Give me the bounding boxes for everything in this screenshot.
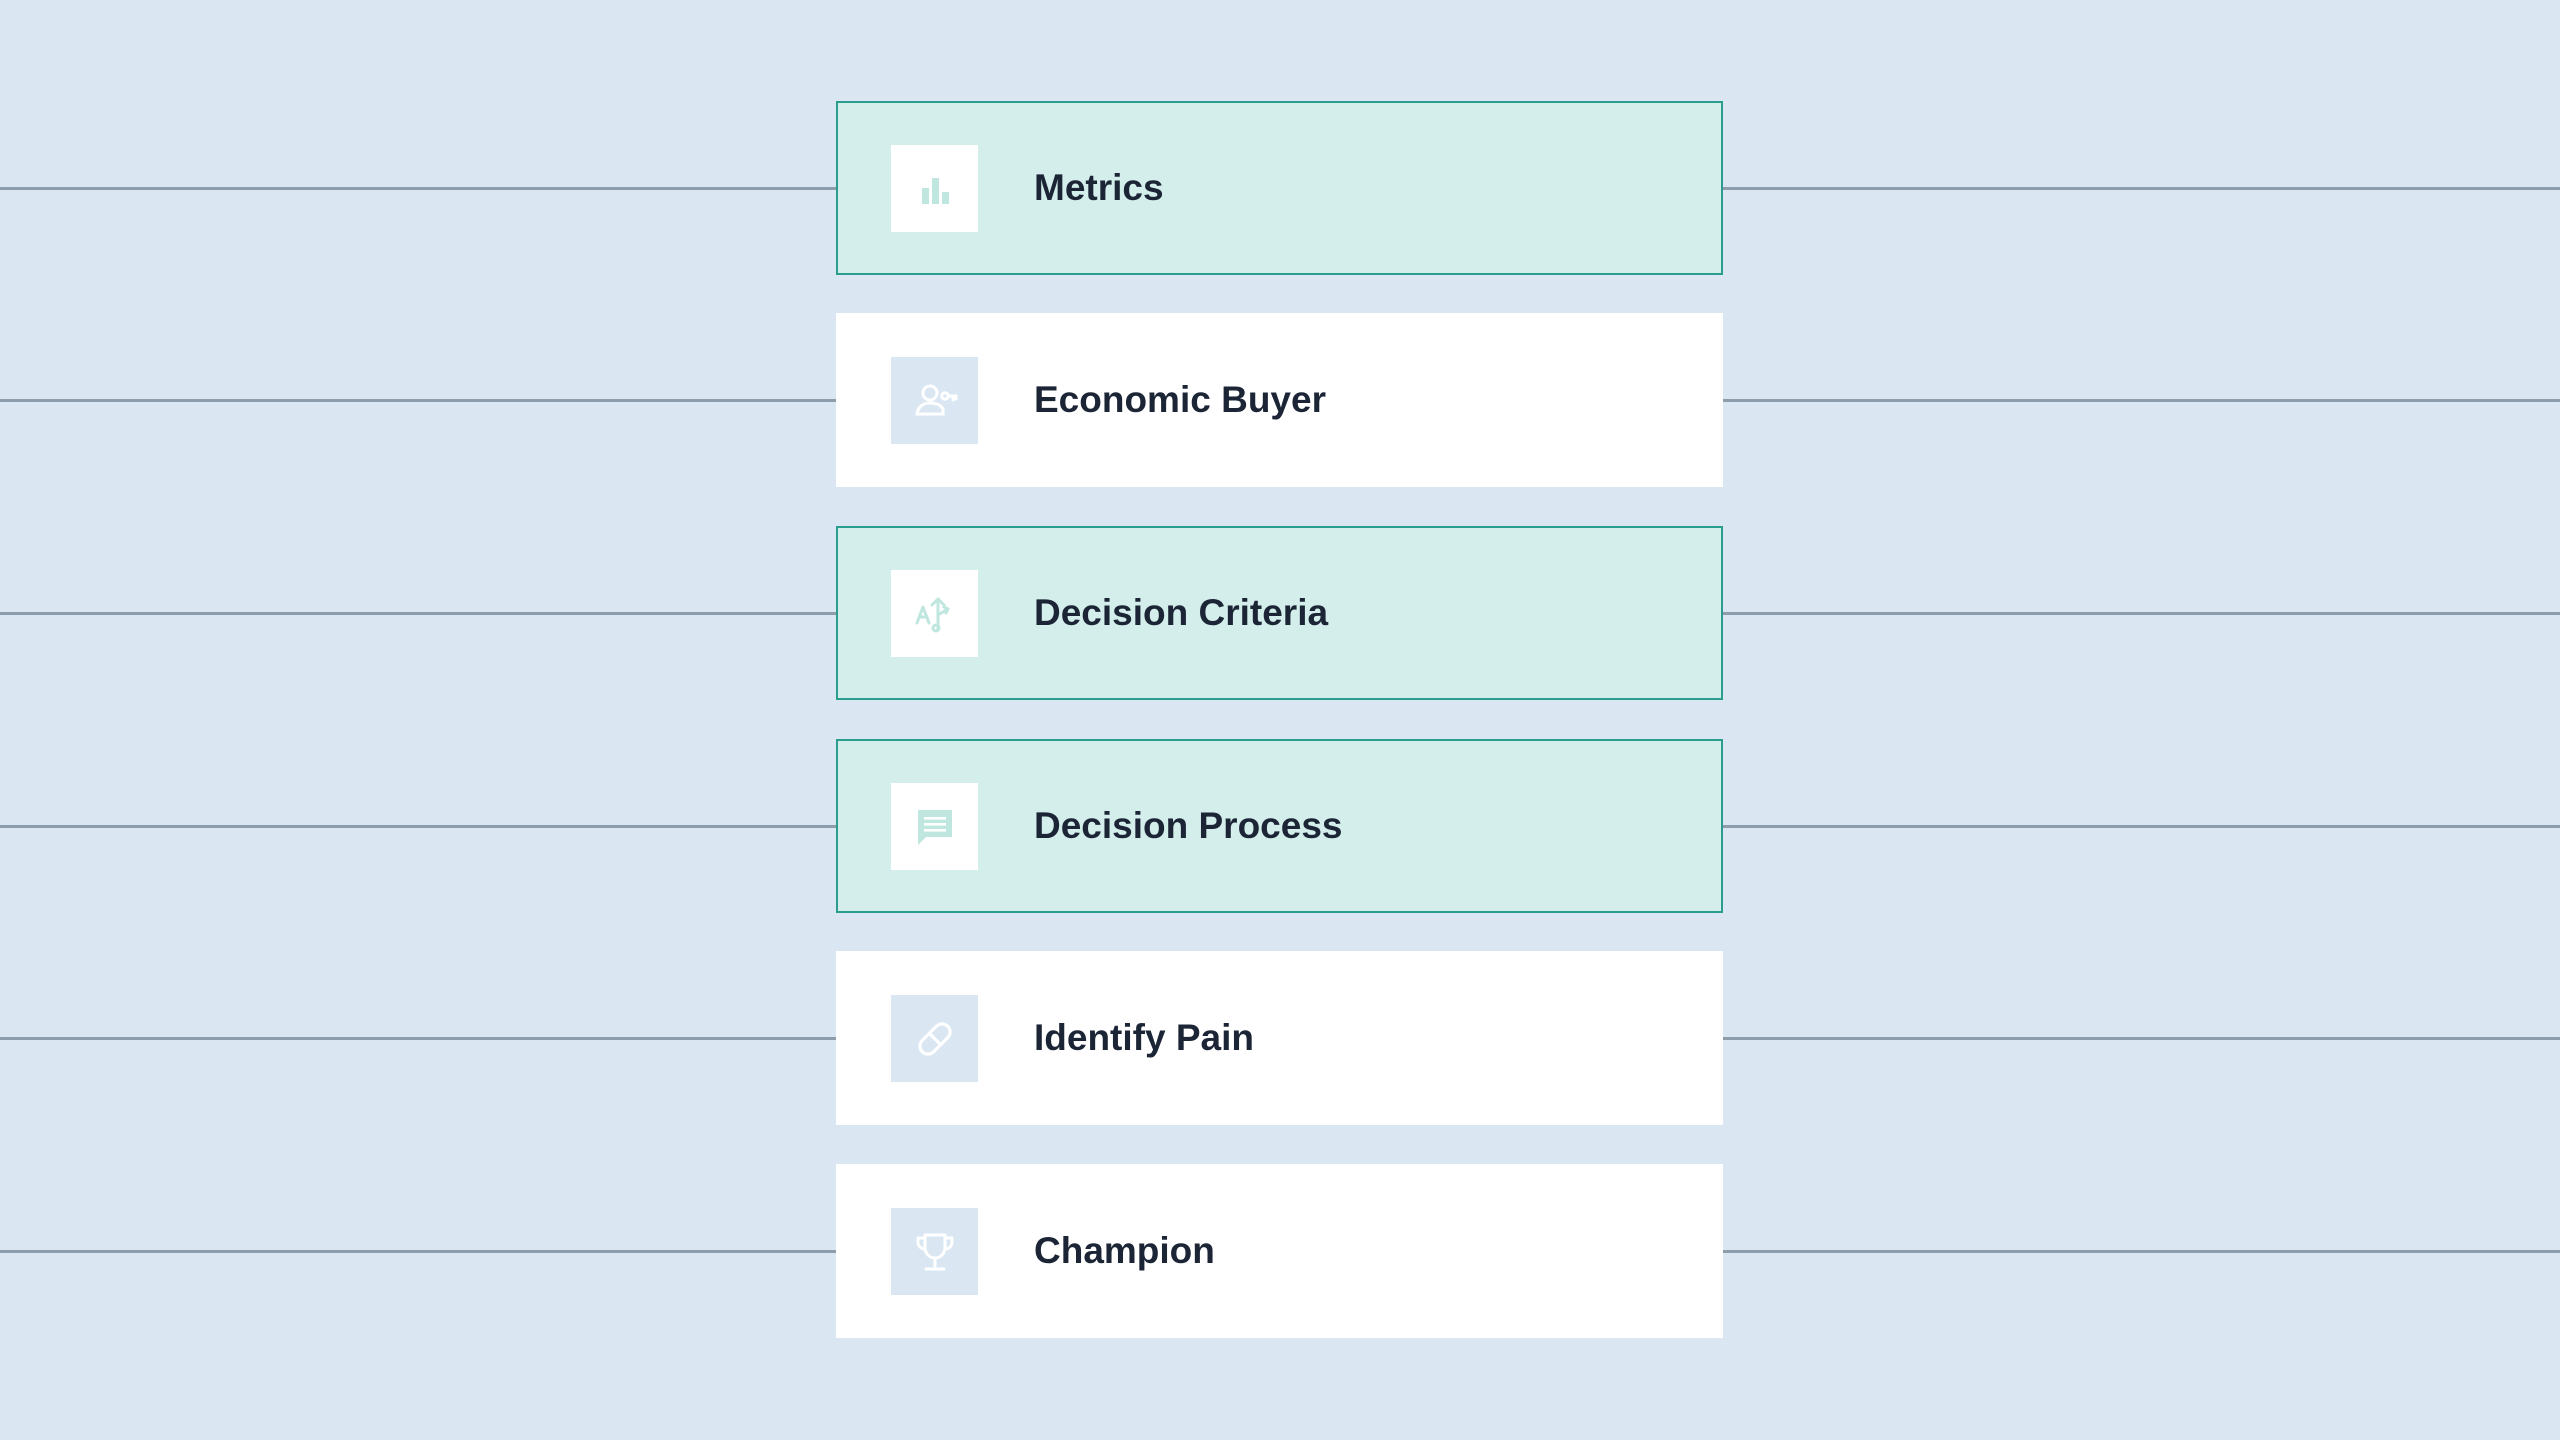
row-metrics: Metrics [0,101,2560,275]
card-champion[interactable]: Champion [836,1164,1723,1338]
icon-tile [891,145,978,232]
card-label: Decision Criteria [1034,592,1329,633]
connector-line-left [0,612,836,615]
row-identify-pain: Identify Pain [0,951,2560,1125]
trophy-icon [916,1233,953,1270]
card-economic-buyer[interactable]: Economic Buyer [836,313,1723,487]
connector-line-right [1723,612,2560,615]
bar-chart-icon [921,177,949,204]
icon-tile [891,995,978,1082]
person-key-icon [914,384,957,415]
connector-line-left [0,399,836,402]
connector-line-left [0,1037,836,1040]
card-metrics[interactable]: Metrics [836,101,1723,275]
card-decision-criteria[interactable]: Decision Criteria [836,526,1723,700]
connector-line-right [1723,187,2560,190]
row-champion: Champion [0,1164,2560,1338]
row-decision-process: Decision Process [0,739,2560,913]
card-label: Metrics [1034,167,1164,208]
chat-message-icon [917,809,952,845]
card-decision-process[interactable]: Decision Process [836,739,1723,913]
connector-line-left [0,825,836,828]
card-identify-pain[interactable]: Identify Pain [836,951,1723,1125]
card-label: Economic Buyer [1034,379,1326,420]
card-label: Champion [1034,1230,1215,1271]
icon-tile [891,783,978,870]
pill-icon [917,1021,952,1056]
icon-tile [891,1208,978,1295]
row-decision-criteria: Decision Criteria [0,526,2560,700]
icon-tile [891,357,978,444]
card-label: Identify Pain [1034,1017,1254,1058]
card-label: Decision Process [1034,805,1343,846]
row-economic-buyer: Economic Buyer [0,313,2560,487]
connector-line-right [1723,825,2560,828]
connector-line-right [1723,1250,2560,1253]
connector-line-right [1723,1037,2560,1040]
icon-tile [891,570,978,657]
connector-line-left [0,1250,836,1253]
criteria-arrow-icon [915,597,949,632]
connector-line-right [1723,399,2560,402]
connector-line-left [0,187,836,190]
